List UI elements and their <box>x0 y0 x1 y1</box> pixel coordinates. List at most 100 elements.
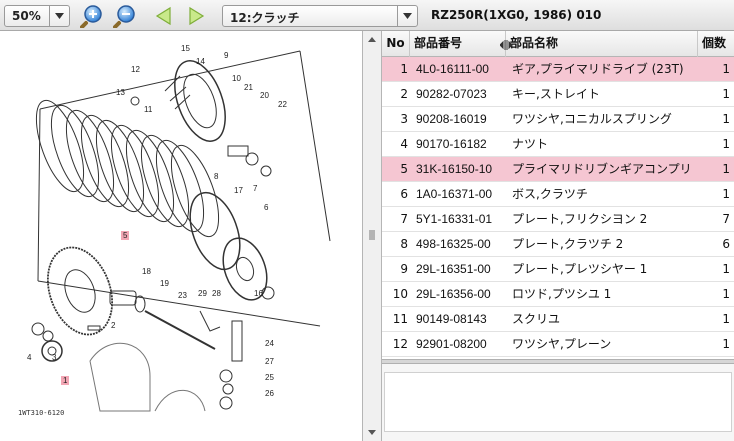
row-part-no: 92901-08200 <box>416 337 487 351</box>
row-no: 7 <box>400 212 408 226</box>
model-title: RZ250R(1XG0, 1986) 010 <box>431 8 602 22</box>
row-part-name: ワツシヤ,プレーン <box>512 337 612 351</box>
diagram-label-17[interactable]: 17 <box>234 186 243 195</box>
diagram-label-19[interactable]: 19 <box>160 279 169 288</box>
row-part-name: ギア,プライマリドライブ (23T) <box>512 62 684 76</box>
chevron-down-icon[interactable] <box>397 6 417 26</box>
diagram-label-1[interactable]: 1 <box>61 376 70 385</box>
chevron-down-icon[interactable] <box>49 6 69 26</box>
section-select[interactable]: 12:クラッチ <box>222 5 418 27</box>
column-resize-icon[interactable] <box>499 39 513 53</box>
row-no: 1 <box>400 62 408 76</box>
diagram-label-14[interactable]: 14 <box>196 57 205 66</box>
row-part-name: プレート,クラツチ 2 <box>512 237 624 251</box>
row-part-no: 4L0-16111-00 <box>416 62 489 76</box>
column-header-qty[interactable]: 個数 <box>702 36 727 50</box>
row-no: 2 <box>400 87 408 101</box>
diagram-label-21[interactable]: 21 <box>244 83 253 92</box>
row-part-name: プライマリドリブンギアコンプリ <box>512 162 692 176</box>
row-qty: 1 <box>722 187 730 201</box>
row-part-name: ロツド,プツシユ 1 <box>512 287 612 301</box>
diagram-label-11[interactable]: 11 <box>144 105 153 114</box>
pane-splitter[interactable] <box>362 31 382 441</box>
column-header-name[interactable]: 部品名称 <box>506 31 698 57</box>
row-qty: 1 <box>722 337 730 351</box>
horizontal-splitter[interactable] <box>382 359 734 364</box>
diagram-label-10[interactable]: 10 <box>232 74 241 83</box>
parts-table: No 部品番号 部品名称 個数 1 4L0-16111-00 ギア,プライマリドライ… <box>382 31 734 359</box>
diagram-label-9[interactable]: 9 <box>224 51 229 60</box>
row-qty: 1 <box>722 137 730 151</box>
diagram-label-26[interactable]: 26 <box>265 389 274 398</box>
diagram-label-6[interactable]: 6 <box>264 203 269 212</box>
row-part-no: 5Y1-16331-01 <box>416 212 493 226</box>
row-qty: 1 <box>722 62 730 76</box>
diagram-label-18[interactable]: 18 <box>142 267 151 276</box>
diagram-label-16[interactable]: 16 <box>254 289 263 298</box>
diagram-label-8[interactable]: 8 <box>214 172 219 181</box>
diagram-label-27[interactable]: 27 <box>265 357 274 366</box>
previous-arrow-icon[interactable] <box>152 4 176 28</box>
row-part-no: 90170-16182 <box>416 137 487 151</box>
zoom-value: 50% <box>12 9 41 23</box>
toolbar: 50% 1 <box>0 0 734 31</box>
table-header: No 部品番号 部品名称 個数 <box>382 31 734 57</box>
row-qty: 1 <box>722 312 730 326</box>
row-part-no: 90149-08143 <box>416 312 487 326</box>
column-header-no[interactable]: No <box>382 31 410 57</box>
diagram-label-29[interactable]: 29 <box>198 289 207 298</box>
row-part-no: 90282-07023 <box>416 87 487 101</box>
table-row[interactable]: 1 4L0-16111-00 ギア,プライマリドライブ (23T) 1 <box>382 57 734 82</box>
row-part-name: プレート,フリクシヨン 2 <box>512 212 648 226</box>
diagram-label-23[interactable]: 23 <box>178 291 187 300</box>
zoom-in-icon[interactable] <box>80 4 104 29</box>
diagram-code: 1WT310-6120 <box>18 409 65 417</box>
diagram-label-28[interactable]: 28 <box>212 289 221 298</box>
diagram-label-22[interactable]: 22 <box>278 100 287 109</box>
row-no: 6 <box>400 187 408 201</box>
diagram-label-7[interactable]: 7 <box>253 184 258 193</box>
splitter-grip-icon[interactable] <box>368 229 376 240</box>
scroll-down-icon[interactable] <box>363 425 381 439</box>
row-qty: 1 <box>722 112 730 126</box>
diagram-label-15[interactable]: 15 <box>181 44 190 53</box>
diagram-label-25[interactable]: 25 <box>265 373 274 382</box>
row-no: 4 <box>400 137 408 151</box>
diagram-label-13[interactable]: 13 <box>116 88 125 97</box>
next-arrow-icon[interactable] <box>184 4 208 28</box>
row-no: 9 <box>400 262 408 276</box>
column-header-part-no[interactable]: 部品番号 <box>410 31 506 57</box>
row-qty: 1 <box>722 87 730 101</box>
diagram-label-24[interactable]: 24 <box>265 339 274 348</box>
diagram-label-3[interactable]: 3 <box>52 353 57 362</box>
diagram-label-20[interactable]: 20 <box>260 91 269 100</box>
row-no: 8 <box>400 237 408 251</box>
row-no: 10 <box>392 287 408 301</box>
zoom-select[interactable]: 50% <box>4 5 70 27</box>
row-no: 12 <box>392 337 408 351</box>
diagram-label-5[interactable]: 5 <box>121 231 130 240</box>
zoom-out-icon[interactable] <box>113 4 137 29</box>
row-no: 11 <box>392 312 408 326</box>
table-row[interactable]: 12 92901-08200 ワツシヤ,プレーン 1 <box>382 332 734 357</box>
row-qty: 6 <box>722 237 730 251</box>
scroll-up-icon[interactable] <box>363 33 381 47</box>
parts-diagram[interactable]: 15 14 9 12 13 11 10 21 20 22 8 17 7 6 5 … <box>0 31 362 441</box>
diagram-label-4[interactable]: 4 <box>27 353 32 362</box>
row-qty: 1 <box>722 162 730 176</box>
diagram-label-12[interactable]: 12 <box>131 65 140 74</box>
row-qty: 1 <box>722 287 730 301</box>
diagram-label-2[interactable]: 2 <box>111 321 116 330</box>
